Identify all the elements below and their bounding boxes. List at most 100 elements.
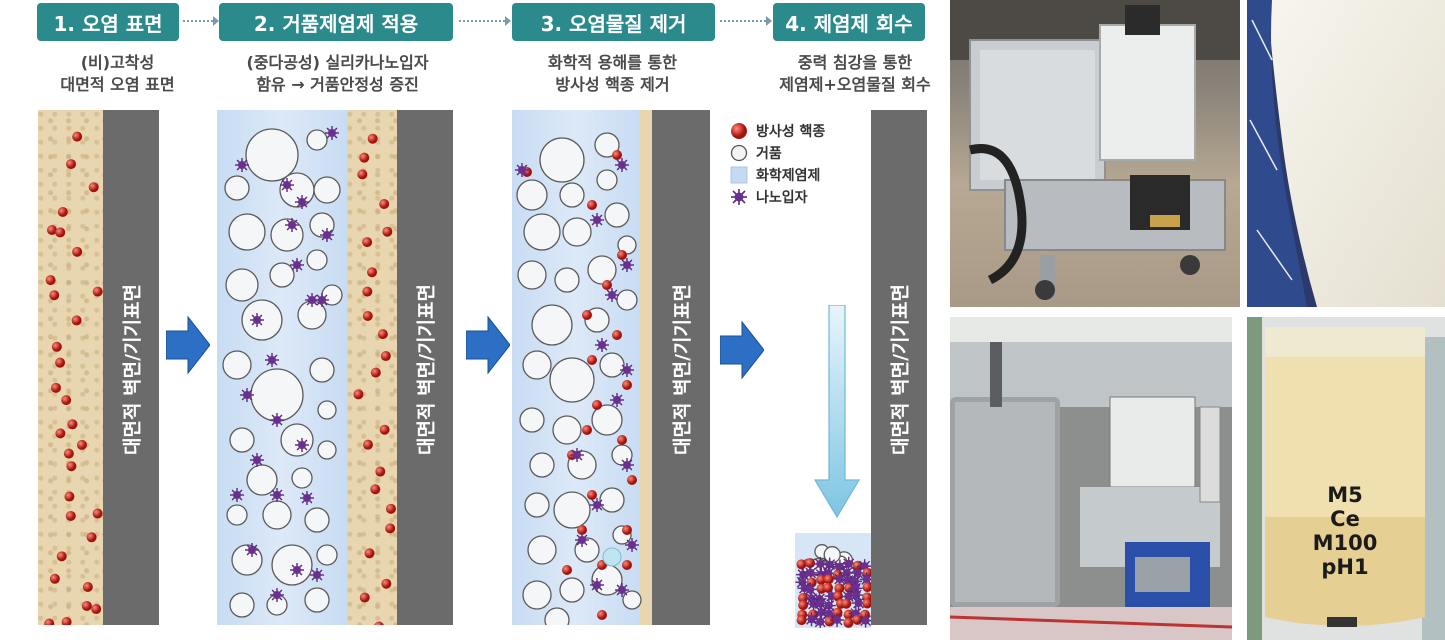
step-3-label: 3. 오염물질 제거 bbox=[540, 11, 687, 36]
nuclide-dot bbox=[55, 357, 66, 368]
nuclide-dot bbox=[67, 419, 78, 430]
nuclide-dot bbox=[370, 484, 381, 495]
nuclide-dot bbox=[622, 560, 632, 570]
nanoparticle bbox=[620, 458, 634, 472]
nuclide-dot bbox=[72, 131, 83, 142]
foam-bubble bbox=[554, 267, 580, 293]
nuclide-dot bbox=[50, 382, 61, 393]
wall-panel-1: 대면적 벽면/기기표면 bbox=[103, 110, 159, 625]
nuclide-dot bbox=[612, 330, 622, 340]
foam-bubble bbox=[527, 535, 557, 565]
nuclide-dot bbox=[587, 355, 597, 365]
nuclide-dot bbox=[370, 367, 381, 378]
nanoparticle bbox=[250, 453, 264, 467]
nuclide-dot bbox=[362, 237, 373, 248]
foam-bubble bbox=[317, 400, 337, 420]
nuclide-dot bbox=[46, 224, 57, 235]
nanoparticle bbox=[310, 568, 324, 582]
nuclide-dot bbox=[834, 583, 845, 594]
nuclide-dot bbox=[385, 523, 396, 534]
nanoparticle bbox=[300, 491, 314, 505]
nuclide-dot bbox=[612, 150, 622, 160]
nuclide-dot bbox=[65, 510, 76, 521]
nuclide-dot bbox=[71, 315, 82, 326]
nuclide-dot bbox=[66, 159, 77, 170]
foam-bubble bbox=[599, 487, 625, 513]
nanoparticle bbox=[280, 178, 294, 192]
nuclide-dot bbox=[592, 400, 602, 410]
legend-item-nuclide: 방사성 핵종 bbox=[730, 120, 825, 142]
settling-column-image bbox=[1247, 317, 1445, 640]
nuclide-dot bbox=[44, 618, 55, 625]
arrow-right-icon bbox=[466, 315, 510, 375]
nuclide-dot bbox=[582, 310, 592, 320]
nanoparticle bbox=[295, 195, 309, 209]
nuclide-dot bbox=[823, 574, 834, 585]
wall-label-2: 대면적 벽면/기기표면 bbox=[415, 284, 438, 455]
wall-label-4: 대면적 벽면/기기표면 bbox=[889, 284, 912, 455]
legend-item-chemical: 화학제염제 bbox=[730, 164, 825, 186]
foam-bubble bbox=[229, 427, 255, 453]
wall-panel-4: 대면적 벽면/기기표면 bbox=[871, 110, 927, 625]
nanoparticle bbox=[803, 565, 818, 580]
step-1-desc-line-1: (비)고착성 bbox=[80, 53, 155, 72]
cleaned-surface-panel-3 bbox=[640, 110, 652, 625]
nuclide-dot bbox=[357, 169, 368, 180]
nuclide-dot bbox=[381, 578, 392, 589]
nuclide-dot bbox=[363, 439, 374, 450]
white-circle-icon bbox=[730, 144, 748, 162]
nanoparticle bbox=[858, 613, 871, 628]
foam-bubble bbox=[587, 255, 617, 285]
foam-bubble bbox=[245, 128, 299, 182]
nanoparticle bbox=[570, 448, 584, 462]
nuclide-dot bbox=[805, 558, 816, 569]
nuclide-dot bbox=[82, 582, 93, 593]
nuclide-dot bbox=[367, 133, 378, 144]
photo-settling-column: M5 Ce M100 pH1 bbox=[1247, 317, 1445, 640]
nuclide-dot bbox=[622, 525, 632, 535]
nanoparticle bbox=[803, 582, 818, 597]
foam-bubble bbox=[306, 249, 328, 271]
foam-bubble bbox=[225, 268, 259, 302]
foam-bubble bbox=[517, 260, 547, 290]
nuclide-dot bbox=[362, 286, 373, 297]
step-3-desc-line-2: 방사성 핵종 제거 bbox=[555, 75, 670, 94]
nuclide-dot bbox=[49, 573, 60, 584]
foam-bubble bbox=[226, 504, 248, 526]
nanoparticle bbox=[285, 218, 299, 232]
nanoparticle bbox=[290, 563, 304, 577]
step-4-header: 4. 제염제 회수 bbox=[773, 3, 925, 41]
foam-bubble bbox=[599, 352, 625, 378]
nuclide-dot bbox=[833, 591, 844, 602]
legend-item-foam: 거품 bbox=[730, 142, 825, 164]
nanoparticle bbox=[822, 606, 837, 621]
step-1-description: (비)고착성 대면적 오염 표면 bbox=[30, 52, 205, 96]
foam-bubble bbox=[246, 464, 278, 496]
nanoparticle bbox=[270, 588, 284, 602]
foam-bubble bbox=[553, 491, 591, 529]
nuclide-dot bbox=[379, 198, 390, 209]
column-label-line-4: pH1 bbox=[1321, 555, 1369, 579]
foam-bubble bbox=[522, 580, 552, 610]
nuclide-dot bbox=[45, 275, 56, 286]
nanoparticle bbox=[804, 612, 819, 627]
nuclide-dot bbox=[375, 466, 386, 477]
foam-bubble bbox=[522, 350, 552, 380]
nuclide-dot bbox=[55, 428, 66, 439]
nanoparticle bbox=[590, 578, 604, 592]
nuclide-dot bbox=[64, 491, 75, 502]
foam-bubble bbox=[291, 467, 313, 489]
column-label-line-1: M5 bbox=[1327, 483, 1363, 507]
nuclide-dot bbox=[57, 206, 68, 217]
foam-bubble bbox=[304, 587, 330, 613]
red-sphere-icon bbox=[730, 122, 748, 140]
arrow-right-icon bbox=[166, 315, 210, 375]
foam-bubbles-panel-2 bbox=[222, 126, 396, 625]
foam-bubble bbox=[271, 544, 313, 586]
step-3-description: 화학적 용해를 통한 방사성 핵종 제거 bbox=[505, 52, 720, 96]
nuclide-dot bbox=[796, 559, 807, 570]
foam-bubble bbox=[622, 590, 642, 610]
nanoparticle bbox=[320, 228, 334, 242]
foam-bubble bbox=[559, 182, 585, 208]
arrow-right-icon bbox=[720, 320, 764, 380]
